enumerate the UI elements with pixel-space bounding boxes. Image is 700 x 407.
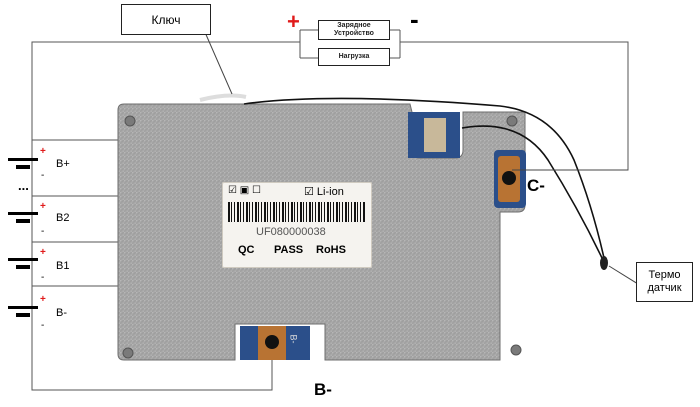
cell-4-minus: - xyxy=(41,320,45,331)
key-label-box: Ключ xyxy=(121,4,211,35)
cell-2-plus: + xyxy=(40,201,46,212)
thermo-label-box: Термо датчик xyxy=(636,262,693,302)
cell-4-name: B- xyxy=(56,307,67,319)
thermistor-bead xyxy=(600,256,608,270)
barcode xyxy=(228,202,366,222)
cell-2-minus: - xyxy=(41,226,45,237)
wire-parallel-left xyxy=(299,29,318,59)
cell-1-name: B+ xyxy=(56,158,70,170)
wire-top xyxy=(31,41,300,150)
cell-3-name: B1 xyxy=(56,260,70,272)
load-label: Нагрузка xyxy=(338,53,370,60)
battery-cell-symbols xyxy=(8,158,38,317)
key-wire xyxy=(199,93,247,102)
b-minus-port-silk: B- xyxy=(288,334,299,344)
wire-left xyxy=(31,150,273,391)
cell-taps xyxy=(32,139,118,287)
cell-4-plus: + xyxy=(40,294,46,305)
charger-box: Зарядное Устройство xyxy=(318,20,390,40)
cell-3-minus: - xyxy=(41,272,45,283)
thermo-wire-2 xyxy=(461,125,603,259)
thermo-leader xyxy=(608,265,639,285)
cell-2-name: B2 xyxy=(56,212,70,224)
thermo-label: Термо датчик xyxy=(647,269,682,294)
cells-ellipsis: ... xyxy=(18,178,29,193)
charger-label: Зарядное Устройство xyxy=(334,22,374,37)
cell-1-minus: - xyxy=(41,170,45,181)
key-label: Ключ xyxy=(151,12,181,27)
sticker-rohs: RoHS xyxy=(316,244,346,256)
sticker-pass: PASS xyxy=(274,244,304,256)
sticker-serial: UF080000038 xyxy=(256,226,326,238)
product-sticker: ☑ ▣ ☐ ☑ Li-ion UF080000038 QC PASS RoHS xyxy=(222,182,372,268)
key-leader xyxy=(203,29,233,95)
c-minus-label: C- xyxy=(527,176,545,195)
sticker-qc: QC xyxy=(238,244,255,256)
b-minus-label: B- xyxy=(314,380,332,399)
load-box: Нагрузка xyxy=(318,48,390,66)
cell-1-plus: + xyxy=(40,146,46,157)
cell-3-plus: + xyxy=(40,247,46,258)
sticker-type: ☑ Li-ion xyxy=(304,186,344,198)
network-minus: - xyxy=(410,4,419,34)
network-plus: + xyxy=(287,9,300,34)
wire-parallel-right xyxy=(390,29,629,171)
sticker-checkboxes: ☑ ▣ ☐ xyxy=(228,185,261,196)
thermo-wire-1 xyxy=(243,97,605,259)
